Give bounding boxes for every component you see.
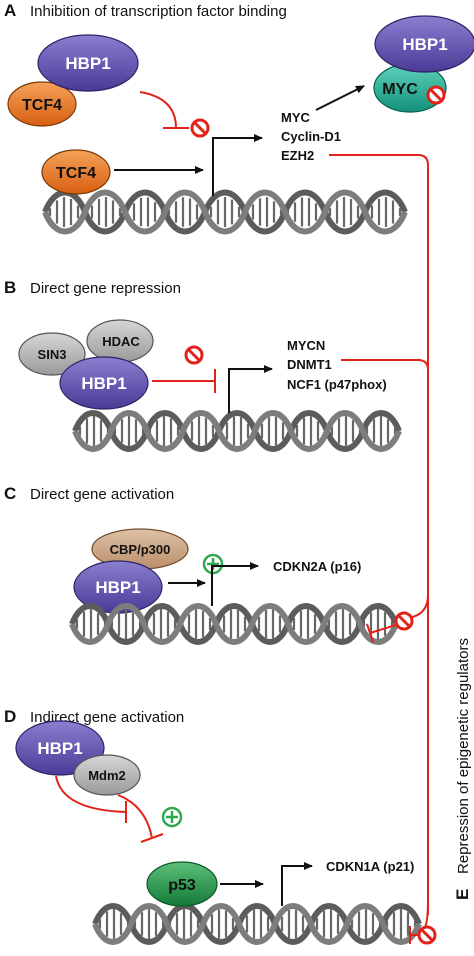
mdm2-protein xyxy=(73,754,141,796)
no-symbol-icon xyxy=(394,611,414,631)
panel-c-title: Direct gene activation xyxy=(30,486,174,503)
panel-a-title: Inhibition of transcription factor bindi… xyxy=(30,3,287,20)
promoter-arrow-c xyxy=(211,562,259,606)
hbp1-protein-myc xyxy=(374,15,474,73)
sin3-label: SIN3 xyxy=(38,347,67,362)
hbp1-mdm2-complex: HBP1 Mdm2 xyxy=(15,720,141,796)
myc-activation-arrow xyxy=(315,85,365,111)
epigenetic-line-b xyxy=(341,359,429,371)
no-symbol-icon xyxy=(190,118,210,138)
repression-bar-c xyxy=(366,623,374,643)
mdm2-inhibits-p53-bar xyxy=(140,833,164,843)
no-symbol-icon xyxy=(426,85,446,105)
dna-helix-d xyxy=(92,903,422,945)
gene-ezh2: EZH2 xyxy=(281,148,314,163)
dna-helix-a xyxy=(42,189,408,235)
gene-cdkn2a: CDKN2A (p16) xyxy=(273,559,361,574)
hbp1-label-b: HBP1 xyxy=(81,374,126,393)
tcf4-protein xyxy=(7,81,77,127)
hbp1-protein xyxy=(37,34,139,92)
panel-b-letter: B xyxy=(4,278,16,297)
gene-dnmt1: DNMT1 xyxy=(287,357,332,372)
plus-circle-icon xyxy=(161,806,183,828)
gene-cyclin-d1: Cyclin-D1 xyxy=(281,129,341,144)
no-symbol-icon xyxy=(417,925,437,945)
panel-c-letter: C xyxy=(4,484,16,503)
cbp-p300-label: CBP/p300 xyxy=(110,542,171,557)
mdm2-inhibits-p53-line xyxy=(117,794,153,839)
panel-b-title: Direct gene repression xyxy=(30,280,181,297)
epigenetic-branch-d xyxy=(423,899,429,929)
panel-e-letter: E xyxy=(453,889,472,900)
panel-a-letter: A xyxy=(4,1,16,20)
epigenetic-line-a xyxy=(329,154,429,915)
gene-cdkn1a: CDKN1A (p21) xyxy=(326,859,414,874)
hbp1-tcf4-complex: HBP1 TCF4 xyxy=(7,34,139,127)
hbp1-protein-b xyxy=(59,356,149,410)
dna-helix-c xyxy=(69,603,399,645)
myc-label: MYC xyxy=(382,81,418,98)
hbp1-label-d: HBP1 xyxy=(37,739,82,758)
hbp1-activator-complex: CBP/p300 HBP1 xyxy=(73,528,189,614)
promoter-arrow-b xyxy=(228,365,273,413)
no-symbol-icon xyxy=(184,345,204,365)
epigenetic-branch-c xyxy=(407,594,429,619)
hbp1-myc-complex: HBP1 MYC xyxy=(373,15,474,113)
tcf4-protein-bound xyxy=(41,149,111,195)
repression-line-c xyxy=(369,624,397,634)
p53-protein xyxy=(146,861,218,907)
panel-d-letter: D xyxy=(4,707,16,726)
tcf4-label: TCF4 xyxy=(22,97,62,114)
promoter-arrow-d xyxy=(281,862,313,906)
dna-helix-b xyxy=(72,410,402,452)
hbp1-label: HBP1 xyxy=(65,54,110,73)
hdac-label: HDAC xyxy=(102,334,140,349)
hbp1-repressor-complex: SIN3 HDAC HBP1 xyxy=(18,319,154,410)
panel-e-label: E Repression of epigenetic regulators xyxy=(453,638,472,900)
hbp1-label-myc: HBP1 xyxy=(402,35,447,54)
hbp1-inhibits-mdm2-curve xyxy=(55,775,127,813)
tcf4-bound-label: TCF4 xyxy=(56,165,96,182)
hbp1-label-c: HBP1 xyxy=(95,578,140,597)
gene-ncf1: NCF1 (p47phox) xyxy=(287,377,387,392)
gene-mycn: MYCN xyxy=(287,338,325,353)
sin3-protein xyxy=(18,332,86,376)
inhibition-curve xyxy=(139,91,177,129)
mdm2-label: Mdm2 xyxy=(88,768,126,783)
p53-label: p53 xyxy=(168,877,196,894)
panel-e-title: Repression of epigenetic regulators xyxy=(455,638,472,874)
promoter-arrow-a xyxy=(212,134,263,196)
gene-myc: MYC xyxy=(281,110,311,125)
